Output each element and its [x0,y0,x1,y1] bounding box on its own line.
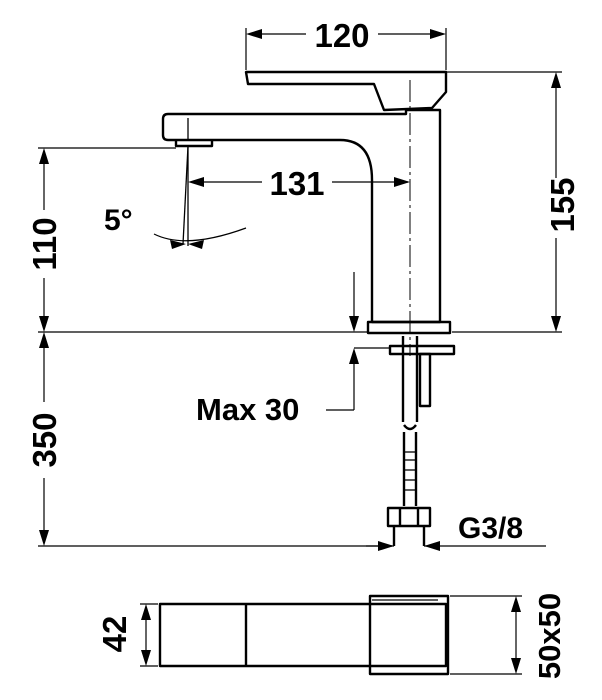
dimension-max-deck: Max 30 [196,272,390,427]
dimension-top-width: 120 [245,17,447,70]
dim-label-110: 110 [26,217,63,270]
hex-nut [386,506,432,528]
aerator [174,140,214,148]
dim-label-120: 120 [314,17,369,54]
faucet-side-view [161,70,456,546]
dim-label-131: 131 [269,165,324,202]
dimension-flow-angle: 5° [104,145,247,249]
faucet-base [366,320,452,335]
thread-connector [392,526,426,546]
dimension-hose-length: 350 [26,332,394,547]
dim-label-42: 42 [96,616,133,653]
dimension-thread: G3/8 [366,512,546,551]
faucet-body [161,108,442,324]
handle-top-outline [158,602,448,668]
dimension-spout-reach: 131 [188,165,410,202]
faucet-top-view [158,594,450,676]
dim-label-155: 155 [544,177,581,232]
dimension-total-height: 155 [446,71,581,333]
base-top-outline [368,594,450,676]
dim-label-g38: G3/8 [458,512,523,545]
dimension-base-size: 50x50 [450,593,567,679]
lever-handle [244,70,448,112]
dim-label-max-30: Max 30 [196,392,299,427]
mounting-stud [418,352,432,408]
dim-label-50x50: 50x50 [532,593,567,679]
dim-label-350: 350 [26,412,63,467]
dimension-spout-height: 110 [26,147,176,332]
dim-label-angle: 5° [104,204,133,237]
dimension-handle-height: 42 [96,603,158,667]
supply-hose [401,336,419,506]
